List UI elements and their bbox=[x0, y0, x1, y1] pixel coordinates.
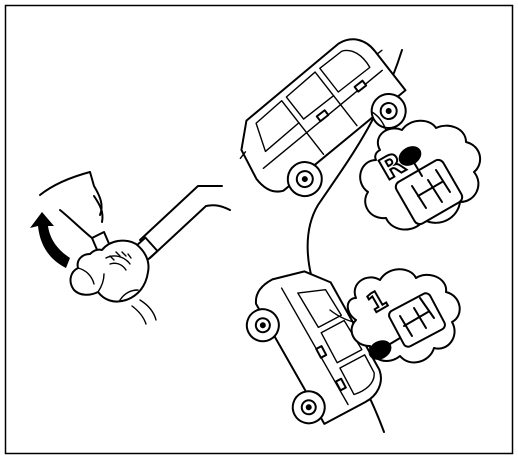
release-arrow-icon bbox=[30, 212, 70, 268]
parking-brake-hand-icon bbox=[40, 172, 230, 324]
gear-shift-reverse-icon: R bbox=[360, 112, 480, 230]
